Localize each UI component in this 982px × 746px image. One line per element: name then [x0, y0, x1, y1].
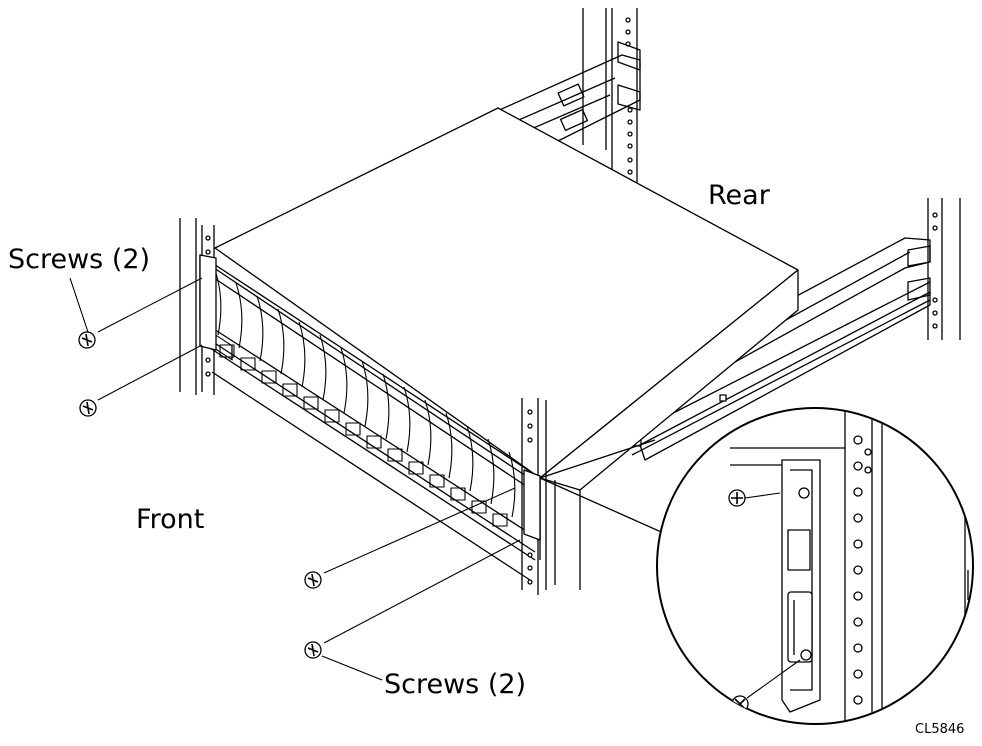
label-rear: Rear: [708, 180, 770, 211]
detail-magnifier: [539, 407, 974, 725]
screw-bottom-1: [304, 571, 322, 589]
label-front: Front: [136, 504, 205, 535]
figure-code: CL5846: [915, 722, 965, 737]
screw-top-left-1: [78, 331, 96, 349]
screw-bottom-2: [304, 641, 322, 659]
label-screws-top: Screws (2): [8, 244, 151, 275]
rear-right-rack-post: [611, 198, 961, 461]
front-right-rack-post: [521, 398, 547, 595]
drive-bays: [209, 269, 536, 581]
screw-top-left-2: [79, 399, 97, 417]
zoom-screw-top: [728, 489, 781, 507]
label-screws-bottom: Screws (2): [384, 669, 527, 700]
front-left-rack-post: [179, 218, 217, 395]
